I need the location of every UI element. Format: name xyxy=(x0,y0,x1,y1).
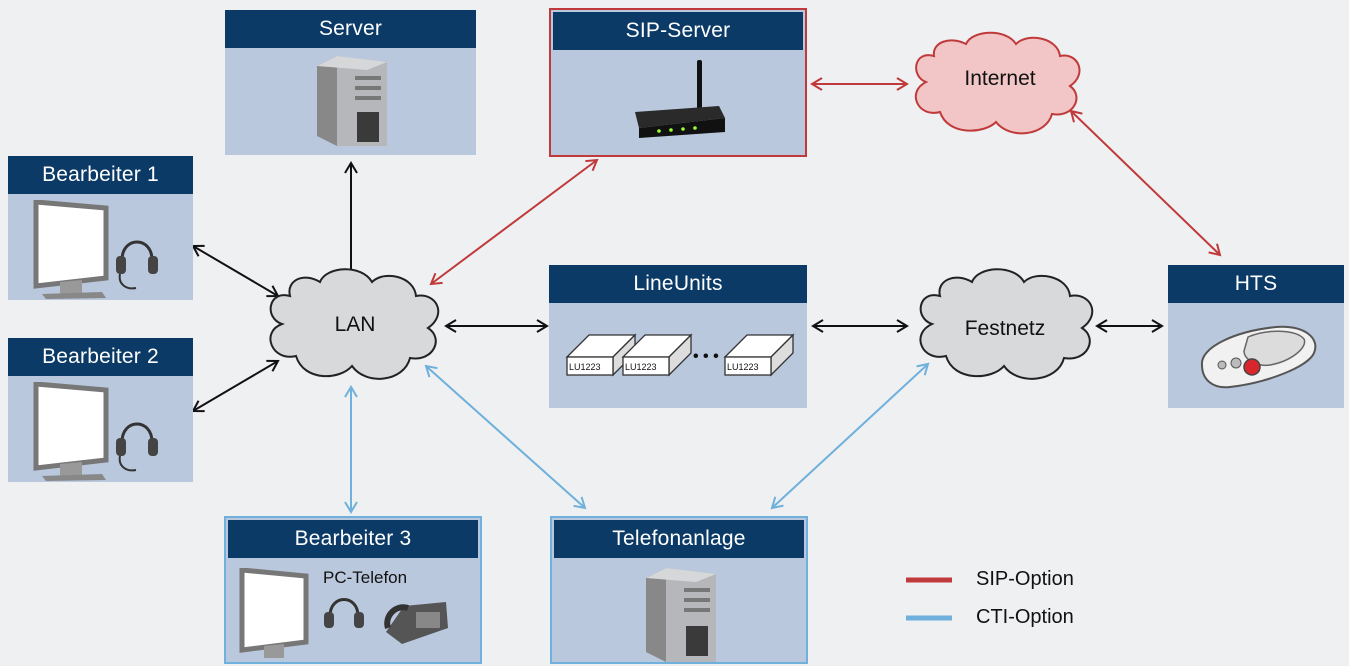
monitor-icon xyxy=(239,568,309,658)
lineunit-label: LU1223 xyxy=(569,362,601,372)
monitor-icon xyxy=(33,382,109,481)
telefonanlage-node: Telefonanlage xyxy=(550,516,808,664)
lineunits-node: LineUnits LU1223 LU1223 • • • LU1223 xyxy=(549,265,807,408)
bearbeiter1-node: Bearbeiter 1 xyxy=(8,156,193,300)
lan-cloud-shape xyxy=(269,268,440,380)
lineunit-label: LU1223 xyxy=(625,362,657,372)
lineunit-device: LU1223 xyxy=(621,333,693,377)
cti-link-lan-telefonanlage xyxy=(424,364,587,510)
lineunit-device: LU1223 xyxy=(723,333,795,377)
legend-label-sip: SIP-Option xyxy=(976,568,1074,590)
sip-link-lan-sipserver xyxy=(429,158,599,286)
server-tower-icon xyxy=(646,568,716,662)
bearbeiter3-sublabel: PC-Telefon xyxy=(323,568,408,587)
bearbeiter2-node: Bearbeiter 2 xyxy=(8,338,193,482)
bearbeiter3-node: Bearbeiter 3 PC-Telefon xyxy=(224,516,482,664)
link-bearbeiter1-lan xyxy=(191,244,280,298)
legend-label-cti: CTI-Option xyxy=(976,606,1074,628)
lan-cloud-label: LAN xyxy=(334,313,376,336)
telefonanlage-title: Telefonanlage xyxy=(554,520,804,558)
home-emergency-device-icon xyxy=(1200,325,1317,389)
sip-server-title: SIP-Server xyxy=(553,12,803,50)
lineunit-label: LU1223 xyxy=(727,362,759,372)
headset-icon xyxy=(116,422,158,472)
headset-icon xyxy=(116,240,158,290)
server-tower-icon xyxy=(317,56,387,146)
server-node: Server xyxy=(225,10,476,155)
router-icon xyxy=(635,60,725,138)
hts-node: HTS xyxy=(1168,265,1344,408)
internet-cloud-shape xyxy=(914,31,1081,135)
festnetz-cloud-shape xyxy=(919,268,1094,380)
bearbeiter3-title: Bearbeiter 3 xyxy=(228,520,478,558)
hts-title: HTS xyxy=(1168,265,1344,303)
lineunit-device: LU1223 xyxy=(565,333,637,377)
festnetz-cloud-label: Festnetz xyxy=(964,317,1046,340)
sip-link-internet-hts xyxy=(1069,109,1222,257)
link-bearbeiter2-lan xyxy=(191,359,280,413)
sip-server-node: SIP-Server xyxy=(549,8,807,157)
desk-phone-icon xyxy=(384,602,448,644)
internet-cloud-label: Internet xyxy=(964,67,1036,90)
headset-icon xyxy=(324,598,364,628)
lineunit-ellipsis: • • • xyxy=(693,348,719,365)
lineunit-devices-icon: LU1223 LU1223 • • • LU1223 xyxy=(565,333,795,377)
monitor-icon xyxy=(33,200,109,299)
server-title: Server xyxy=(225,10,476,48)
bearbeiter1-title: Bearbeiter 1 xyxy=(8,156,193,194)
lineunits-title: LineUnits xyxy=(549,265,807,303)
cti-link-telefonanlage-festnetz xyxy=(770,362,930,510)
bearbeiter2-title: Bearbeiter 2 xyxy=(8,338,193,376)
